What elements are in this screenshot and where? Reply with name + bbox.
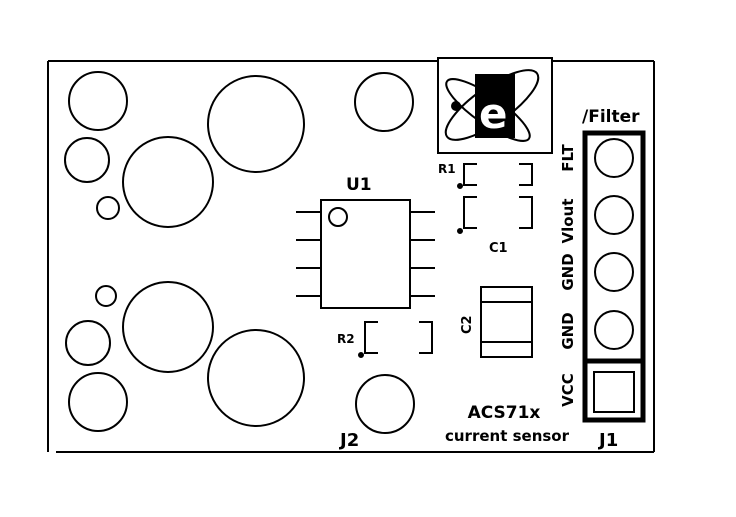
r1-label: R1 [438, 162, 456, 176]
u1-label: U1 [346, 175, 372, 195]
j2-pad [355, 374, 415, 434]
pin-label: Vlout [559, 199, 577, 244]
r2-label: R2 [337, 332, 355, 346]
j1-pad-1 [594, 138, 634, 178]
pin-label: FLT [559, 143, 577, 171]
j1-pad-4 [594, 310, 634, 350]
c1-footprint [457, 196, 533, 234]
pad-circle [68, 71, 128, 131]
j1-label: J1 [597, 430, 618, 451]
logo: e [437, 57, 553, 154]
pad-circle [95, 285, 117, 307]
r1-footprint [457, 163, 533, 189]
c2-label: C2 [460, 315, 475, 334]
pad-circle [68, 372, 128, 432]
pad-circle [122, 136, 214, 228]
board-title: ACS71x [468, 403, 541, 423]
j1-pad-3 [594, 252, 634, 292]
j1-header [582, 130, 646, 423]
board-subtitle: current sensor [445, 427, 570, 445]
filter-label: /Filter [582, 107, 640, 127]
pin-label: VCC [559, 373, 577, 407]
pad-circle [65, 320, 111, 366]
j2-label: J2 [338, 430, 359, 451]
pad-circle [354, 72, 414, 132]
mount-hole [207, 75, 305, 173]
u1-footprint [296, 199, 435, 309]
r2-footprint [358, 321, 433, 358]
logo-letter: e [479, 89, 508, 138]
j1-pad-5-square [593, 371, 635, 413]
j1-pad-2 [594, 195, 634, 235]
pin-label: GND [559, 312, 577, 349]
pad-circle [122, 281, 214, 373]
pad-circle [64, 137, 110, 183]
pad-circle [96, 196, 120, 220]
mount-hole [207, 329, 305, 427]
pin-label: GND [559, 253, 577, 290]
c2-footprint [480, 286, 533, 358]
pin1-marker [328, 207, 348, 227]
c1-label: C1 [489, 241, 508, 256]
